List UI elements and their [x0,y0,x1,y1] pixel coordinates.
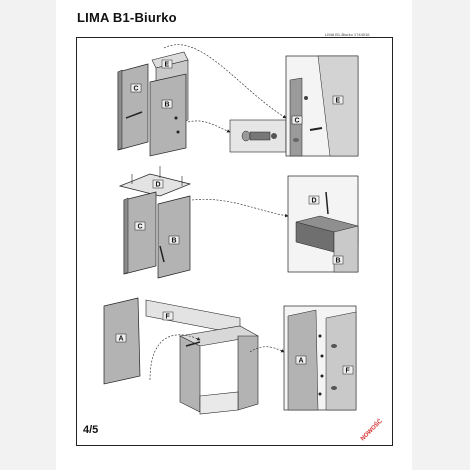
label-f-detail: F [346,368,351,375]
step-2: D C B D B [118,166,359,279]
label-d-detail: D [312,198,317,205]
panel-b-step1 [149,73,187,157]
document-code: LIMA B1-Biurko 1744016 [325,32,370,37]
panel-c-step1 [117,63,149,151]
step-1: E C B E C [117,44,359,157]
label-e-step1: E [165,62,170,69]
page-title: LIMA B1-Biurko [77,10,177,25]
label-f-step3: F [166,314,171,321]
label-e-detail: E [336,98,341,105]
label-b-step2: B [172,238,177,245]
label-c-step2: C [138,224,143,231]
panel-c-step2 [123,191,157,275]
label-b-detail: B [336,258,341,265]
label-c-step1: C [134,86,139,93]
label-a-detail: A [299,358,304,365]
step-3: A F A F [103,297,357,415]
page-number: 4/5 [83,424,99,436]
label-d-step2: D [156,182,161,189]
label-b-step1: B [165,102,170,109]
label-c-detail: C [295,118,300,125]
label-a-step3: A [119,336,124,343]
